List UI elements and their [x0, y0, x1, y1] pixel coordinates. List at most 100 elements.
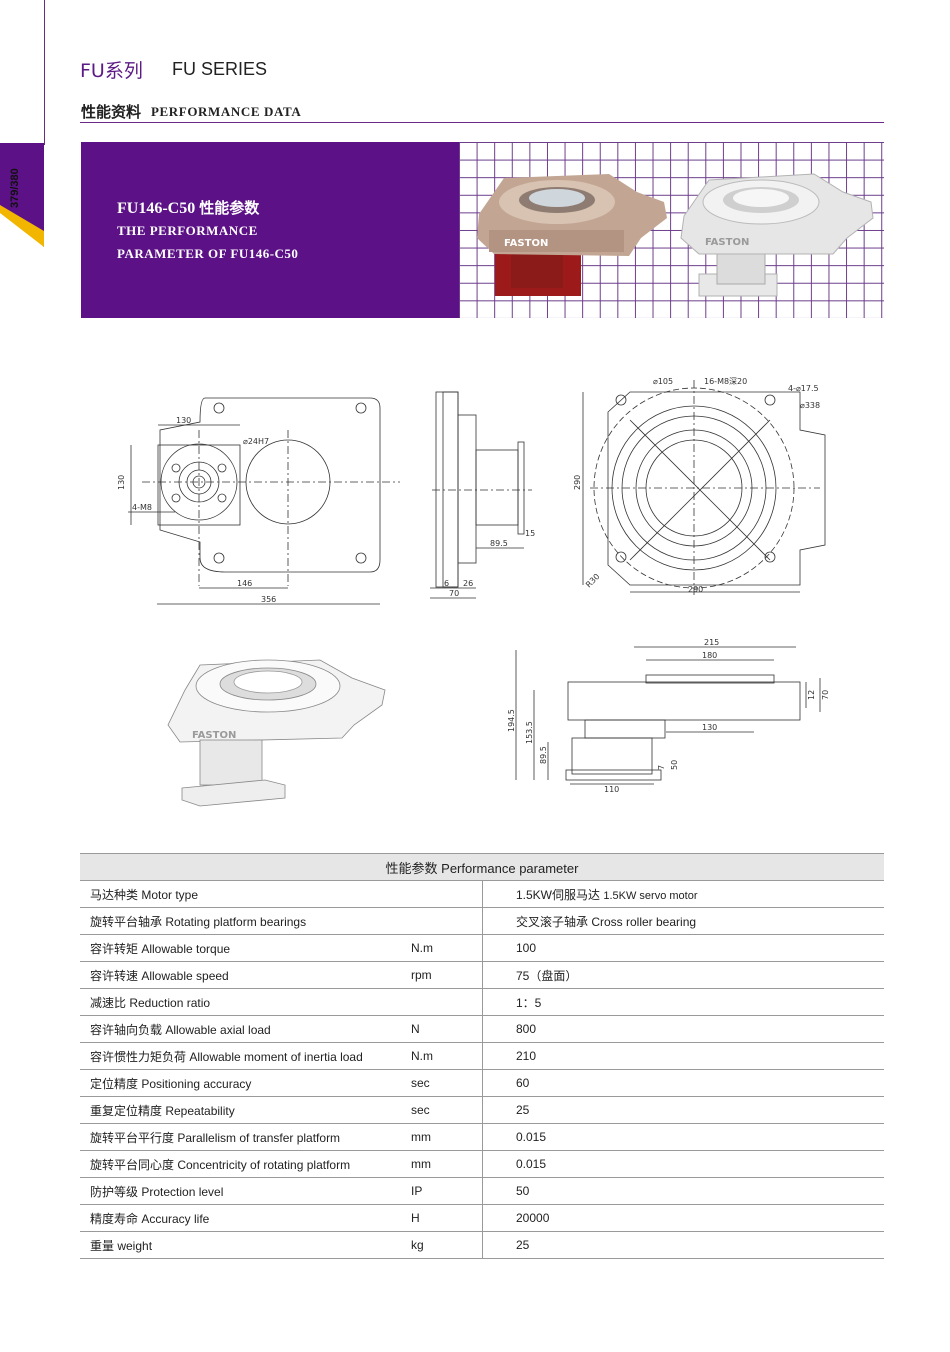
row-param: 减速比 Reduction ratio: [80, 988, 401, 1016]
table-row: 旋转平台平行度 Parallelism of transfer platform…: [80, 1123, 884, 1151]
page-tab-icon: [0, 143, 44, 247]
series-title-cn: FU系列: [80, 60, 143, 82]
table-row: 容许转矩 Allowable torque N.m 100: [80, 934, 884, 962]
row-value: 0.015: [482, 1123, 884, 1151]
table-row: 重量 weight kg 25: [80, 1231, 884, 1259]
dim-section-70: 70: [821, 690, 830, 700]
dim-section-215: 215: [704, 638, 719, 647]
row-param: 旋转平台轴承 Rotating platform bearings: [80, 907, 483, 935]
performance-table-header-row: 性能参数 Performance parameter: [80, 853, 884, 881]
row-param: 马达种类 Motor type: [80, 880, 483, 908]
row-param: 防护等级 Protection level: [80, 1177, 401, 1205]
row-unit: H: [401, 1204, 483, 1232]
row-value: 60: [482, 1069, 884, 1097]
row-value: 20000: [482, 1204, 884, 1232]
row-value: 210: [482, 1042, 884, 1070]
table-row: 重复定位精度 Repeatability sec 25: [80, 1096, 884, 1124]
product-1-brand: FASTON: [504, 238, 548, 249]
header-divider: [80, 122, 884, 123]
dim-section-50: 50: [670, 760, 679, 770]
row-value: 25: [482, 1096, 884, 1124]
row-unit: mm: [401, 1123, 483, 1151]
row-param: 旋转平台平行度 Parallelism of transfer platform: [80, 1123, 401, 1151]
table-row: 防护等级 Protection level IP 50: [80, 1177, 884, 1205]
row-value: 25: [482, 1231, 884, 1259]
row-unit: kg: [401, 1231, 483, 1259]
dim-top-r30: R30: [584, 572, 602, 590]
table-row: 马达种类 Motor type 1.5KW伺服马达 1.5KW servo mo…: [80, 880, 884, 908]
dim-top-holes: 16-M8深20: [704, 377, 747, 386]
technical-drawings: 130 130 ⌀24H7 4-M8 146 356 89.5 15 6 26 …: [117, 377, 830, 807]
dim-side-26: 26: [463, 579, 473, 588]
dim-section-153-5: 153.5: [525, 721, 534, 744]
row-unit: IP: [401, 1177, 483, 1205]
dim-section-130: 130: [702, 723, 717, 732]
product-2-brand: FASTON: [705, 237, 749, 248]
row-param: 容许转速 Allowable speed: [80, 961, 401, 989]
dim-side-70: 70: [449, 589, 459, 598]
dim-section-194-5: 194.5: [507, 709, 516, 732]
row-param: 容许惯性力矩负荷 Allowable moment of inertia loa…: [80, 1042, 401, 1070]
row-value: 1：5: [482, 988, 884, 1016]
banner-subtitle-2: PARAMETER OF FU146-C50: [117, 246, 299, 261]
row-unit: rpm: [401, 961, 483, 989]
top-view-drawing: [582, 380, 826, 595]
dim-side-6: 6: [444, 579, 449, 588]
table-row: 精度寿命 Accuracy life H 20000: [80, 1204, 884, 1232]
table-row: 定位精度 Positioning accuracy sec 60: [80, 1069, 884, 1097]
dim-front-130-side: 130: [117, 475, 126, 490]
row-value: 0.015: [482, 1150, 884, 1178]
left-margin-rule: [44, 0, 45, 145]
dim-side-89-5: 89.5: [490, 539, 508, 548]
table-row: 旋转平台同心度 Concentricity of rotating platfo…: [80, 1150, 884, 1178]
row-param: 定位精度 Positioning accuracy: [80, 1069, 401, 1097]
side-view-drawing: [430, 391, 532, 599]
performance-table-header: 性能参数 Performance parameter: [80, 853, 884, 881]
table-row: 容许惯性力矩负荷 Allowable moment of inertia loa…: [80, 1042, 884, 1070]
row-unit: N.m: [401, 1042, 483, 1070]
row-value: 75（盘面）: [482, 961, 884, 989]
dim-side-15: 15: [525, 529, 535, 538]
product-1-illustration: FASTON: [477, 174, 667, 296]
row-unit: mm: [401, 1150, 483, 1178]
dim-front-130-top: 130: [176, 416, 191, 425]
dim-section-12: 12: [807, 690, 816, 700]
row-value: 50: [482, 1177, 884, 1205]
banner-model: FU146-C50: [117, 200, 196, 217]
row-unit: sec: [401, 1096, 483, 1124]
row-param: 重复定位精度 Repeatability: [80, 1096, 401, 1124]
banner-subtitle-1: THE PERFORMANCE: [117, 223, 258, 238]
row-value: 1.5KW伺服马达 1.5KW servo motor: [482, 880, 884, 908]
row-unit: N.m: [401, 934, 483, 962]
section-title-cn: 性能资料: [81, 103, 142, 121]
dim-top-290-h: 290: [688, 585, 703, 594]
dim-section-180: 180: [702, 651, 717, 660]
table-row: 容许转速 Allowable speed rpm 75（盘面）: [80, 961, 884, 989]
row-unit: [401, 988, 483, 1016]
table-row: 减速比 Reduction ratio 1：5: [80, 988, 884, 1016]
banner-panel: [81, 142, 459, 318]
product-photo-illustration: FASTON FASTON: [477, 173, 874, 297]
section-view-drawing: [515, 646, 821, 785]
dim-top-338: ⌀338: [800, 401, 820, 410]
table-row: 容许轴向负载 Allowable axial load N 800: [80, 1015, 884, 1043]
front-view-drawing: [128, 397, 400, 605]
dim-top-105: ⌀105: [653, 377, 673, 386]
dim-section-110: 110: [604, 785, 619, 794]
table-row: 旋转平台轴承 Rotating platform bearings 交叉滚子轴承…: [80, 907, 884, 935]
dim-front-146: 146: [237, 579, 252, 588]
row-value-main: 1.5KW伺服马达: [516, 887, 601, 902]
dim-front-thread: 4-M8: [132, 503, 152, 512]
row-param: 旋转平台同心度 Concentricity of rotating platfo…: [80, 1150, 401, 1178]
row-value-small: 1.5KW servo motor: [603, 889, 698, 902]
row-unit: sec: [401, 1069, 483, 1097]
page-number: 379/380: [9, 168, 21, 208]
isometric-brand: FASTON: [192, 730, 236, 741]
dim-top-290-v: 290: [573, 475, 582, 490]
row-param: 容许转矩 Allowable torque: [80, 934, 401, 962]
isometric-view-drawing: FASTON: [167, 659, 386, 807]
row-value: 800: [482, 1015, 884, 1043]
dim-front-bore: ⌀24H7: [243, 437, 269, 446]
dim-section-7: 7: [657, 765, 666, 770]
row-param: 重量 weight: [80, 1231, 401, 1259]
